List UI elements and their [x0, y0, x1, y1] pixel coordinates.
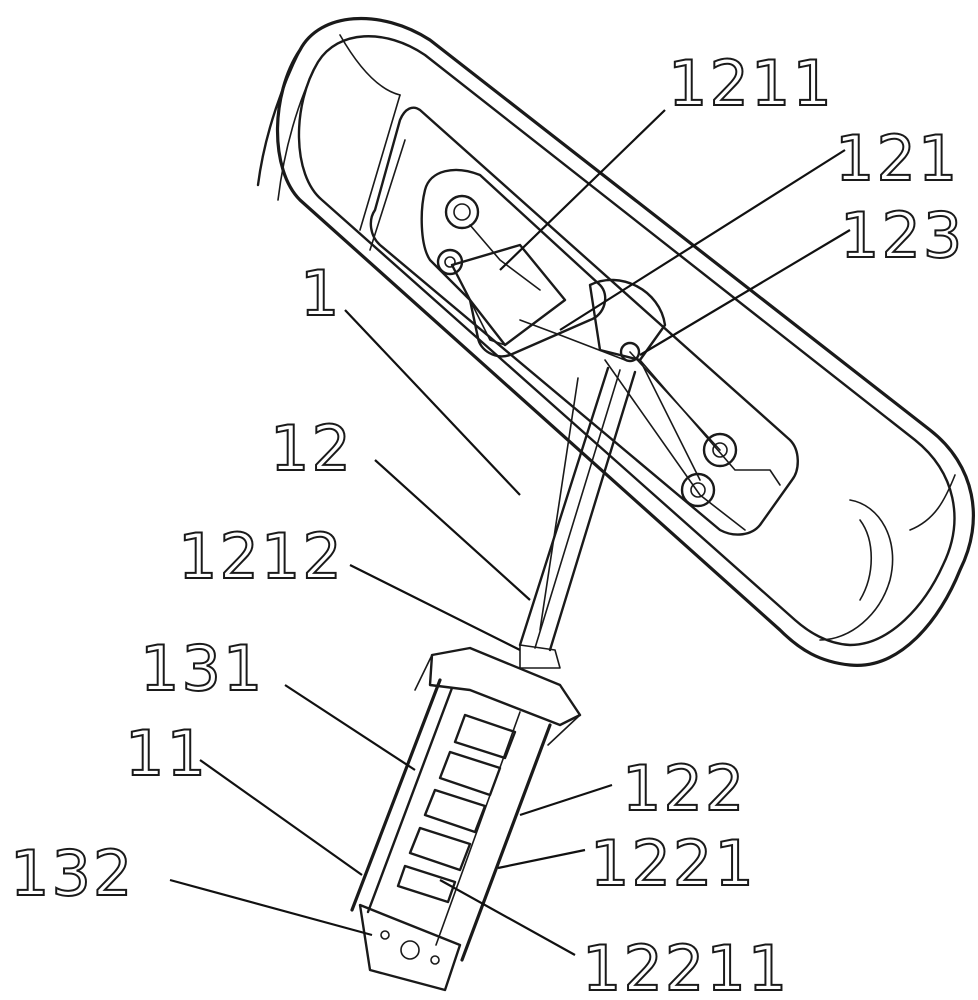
reference-numerals: 1211 121 123 1 12 1212 131 11 122 1221 1…	[10, 47, 964, 1000]
leader-131	[285, 685, 415, 770]
leader-1212	[350, 565, 520, 650]
leader-122	[520, 785, 612, 815]
leader-121	[560, 150, 845, 330]
label-1211: 1211	[668, 47, 834, 120]
leader-12211	[440, 880, 575, 955]
label-12211: 12211	[582, 932, 789, 1000]
label-123: 123	[840, 199, 964, 272]
leader-11	[200, 760, 362, 875]
leader-1221	[498, 850, 585, 868]
label-1: 1	[300, 257, 341, 330]
leader-1	[345, 310, 520, 495]
label-122: 122	[622, 752, 746, 825]
label-121: 121	[835, 122, 959, 195]
label-131: 131	[140, 632, 264, 705]
label-12: 12	[270, 412, 353, 485]
housing	[258, 18, 973, 665]
leader-132	[170, 880, 372, 935]
label-132: 132	[10, 837, 134, 910]
label-1212: 1212	[178, 520, 344, 593]
label-1221: 1221	[590, 827, 756, 900]
label-11: 11	[125, 717, 208, 790]
